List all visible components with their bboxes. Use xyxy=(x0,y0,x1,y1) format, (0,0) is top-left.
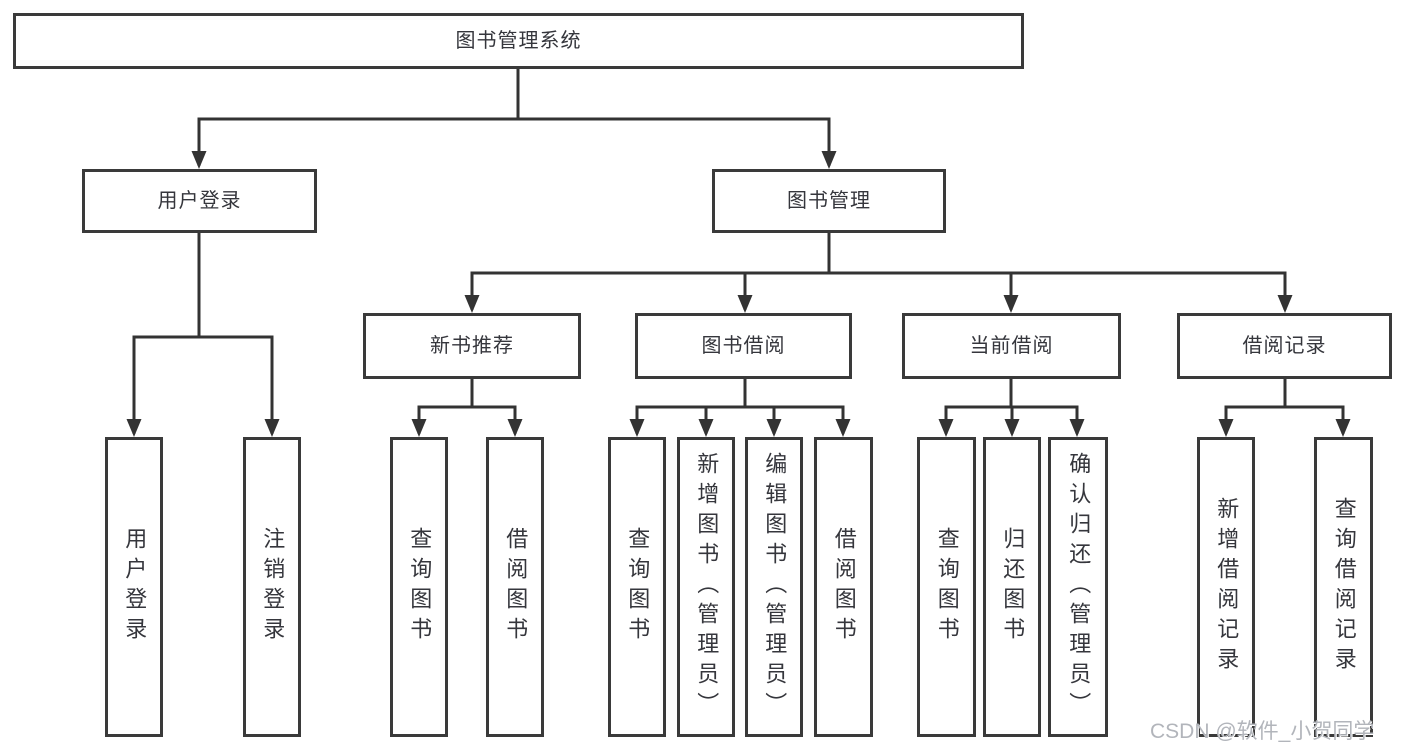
leaf-cb-return-books: 归还图书 xyxy=(983,437,1041,737)
node-borrowing-records: 借阅记录 xyxy=(1177,313,1392,379)
leaf-bb-borrow-books: 借阅图书 xyxy=(814,437,873,737)
leaf-bb-add-books-admin: 新增图书（管理员） xyxy=(677,437,735,737)
leaf-bb-edit-books-admin: 编辑图书（管理员） xyxy=(745,437,803,737)
node-current-borrowing: 当前借阅 xyxy=(902,313,1121,379)
node-book-management: 图书管理 xyxy=(712,169,946,233)
leaf-cb-confirm-return-admin: 确认归还（管理员） xyxy=(1048,437,1108,737)
leaf-bb-query-books: 查询图书 xyxy=(608,437,666,737)
node-new-book-recommend: 新书推荐 xyxy=(363,313,581,379)
node-book-borrowing: 图书借阅 xyxy=(635,313,852,379)
leaf-nb-query-books: 查询图书 xyxy=(390,437,448,737)
leaf-cb-query-books: 查询图书 xyxy=(917,437,976,737)
leaf-logout: 注销登录 xyxy=(243,437,301,737)
leaf-br-add-record: 新增借阅记录 xyxy=(1197,437,1255,737)
node-user-login: 用户登录 xyxy=(82,169,317,233)
leaf-user-login: 用户登录 xyxy=(105,437,163,737)
leaf-nb-borrow-books: 借阅图书 xyxy=(486,437,544,737)
node-library-management-system: 图书管理系统 xyxy=(13,13,1024,69)
csdn-watermark: CSDN @软件_小贺同学 xyxy=(1150,720,1375,743)
leaf-br-query-record: 查询借阅记录 xyxy=(1314,437,1373,737)
